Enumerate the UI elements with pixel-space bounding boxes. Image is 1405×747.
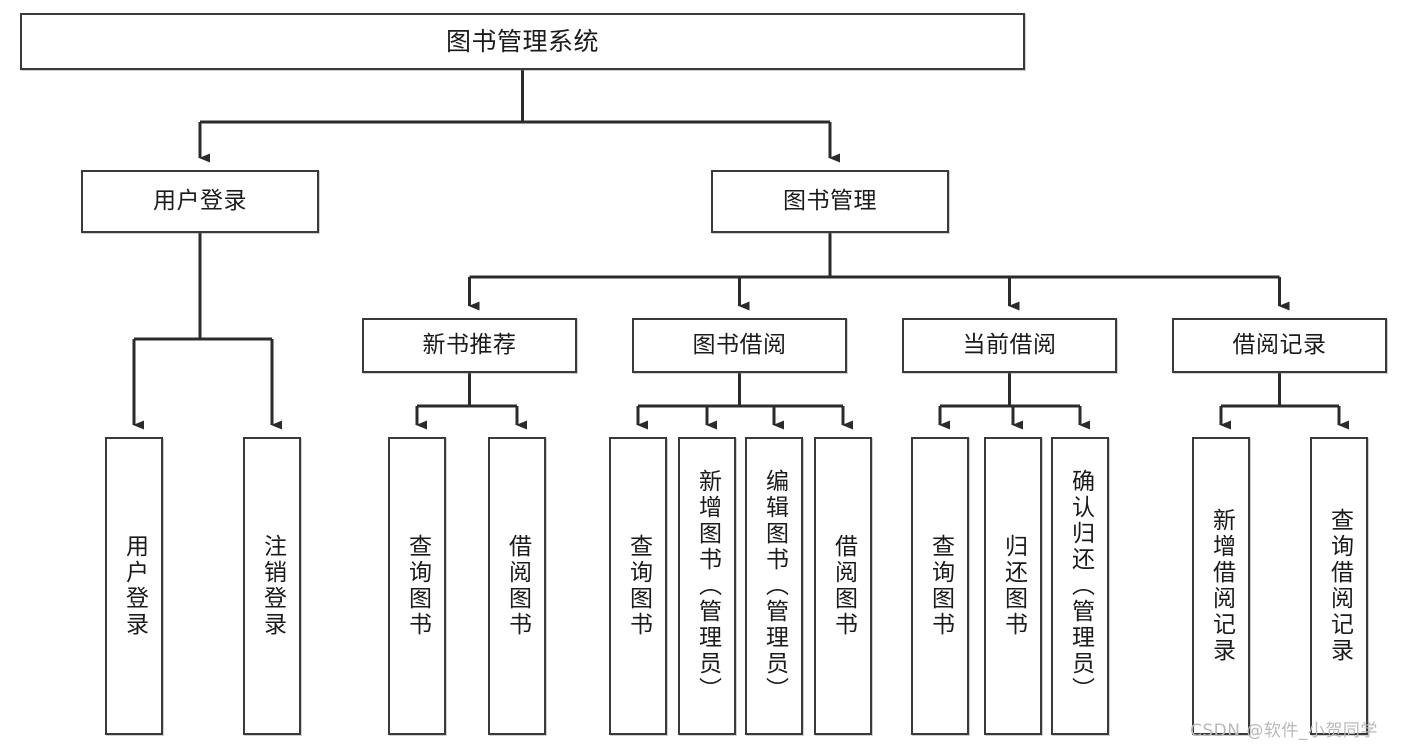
node-label: 图书管理系统 <box>445 26 599 56</box>
node-book-borrowing[interactable]: 图书借阅 <box>632 318 847 373</box>
node-current-borrowing[interactable]: 当前借阅 <box>902 318 1117 373</box>
node-label: 新增图书（管理员） <box>694 469 721 703</box>
node-book-management[interactable]: 图书管理 <box>711 170 949 233</box>
node-label: 用户登录 <box>121 534 148 638</box>
leaf-borrow-books-borrowing[interactable]: 借阅图书 <box>814 437 872 735</box>
node-new-book-recommendation[interactable]: 新书推荐 <box>362 318 577 373</box>
node-label: 当前借阅 <box>962 331 1057 358</box>
node-label: 查询图书 <box>625 534 652 638</box>
node-root-library-system[interactable]: 图书管理系统 <box>20 13 1025 70</box>
node-borrowing-records[interactable]: 借阅记录 <box>1172 318 1387 373</box>
node-label: 查询图书 <box>927 534 954 638</box>
leaf-borrow-books-recommend[interactable]: 借阅图书 <box>488 437 546 735</box>
node-label: 新书推荐 <box>422 331 517 358</box>
leaf-query-books-recommend[interactable]: 查询图书 <box>388 437 446 735</box>
leaf-query-books-borrowing[interactable]: 查询图书 <box>609 437 667 735</box>
node-label: 注销登录 <box>259 534 286 638</box>
node-user-login[interactable]: 用户登录 <box>81 170 319 233</box>
leaf-edit-book-admin[interactable]: 编辑图书（管理员） <box>745 437 803 735</box>
csdn-watermark: CSDN @软件_小贺同学 <box>1190 721 1378 741</box>
leaf-confirm-return-admin[interactable]: 确认归还（管理员） <box>1051 437 1109 735</box>
leaf-query-books-current[interactable]: 查询图书 <box>911 437 969 735</box>
leaf-add-book-admin[interactable]: 新增图书（管理员） <box>678 437 736 735</box>
node-label: 编辑图书（管理员） <box>761 469 788 703</box>
node-label: 归还图书 <box>1000 534 1027 638</box>
node-label: 查询借阅记录 <box>1326 508 1353 664</box>
node-label: 用户登录 <box>153 187 247 214</box>
node-label: 借阅图书 <box>504 534 531 638</box>
node-label: 确认归还（管理员） <box>1067 469 1094 703</box>
node-label: 新增借阅记录 <box>1208 508 1235 664</box>
node-label: 借阅记录 <box>1232 331 1327 358</box>
node-label: 图书管理 <box>783 187 877 214</box>
node-label: 查询图书 <box>404 534 431 638</box>
node-label: 图书借阅 <box>692 331 787 358</box>
leaf-user-login[interactable]: 用户登录 <box>105 437 163 735</box>
leaf-query-borrow-record[interactable]: 查询借阅记录 <box>1310 437 1368 735</box>
node-label: 借阅图书 <box>830 534 857 638</box>
leaf-add-borrow-record[interactable]: 新增借阅记录 <box>1192 437 1250 735</box>
leaf-logout[interactable]: 注销登录 <box>243 437 301 735</box>
leaf-return-books[interactable]: 归还图书 <box>984 437 1042 735</box>
